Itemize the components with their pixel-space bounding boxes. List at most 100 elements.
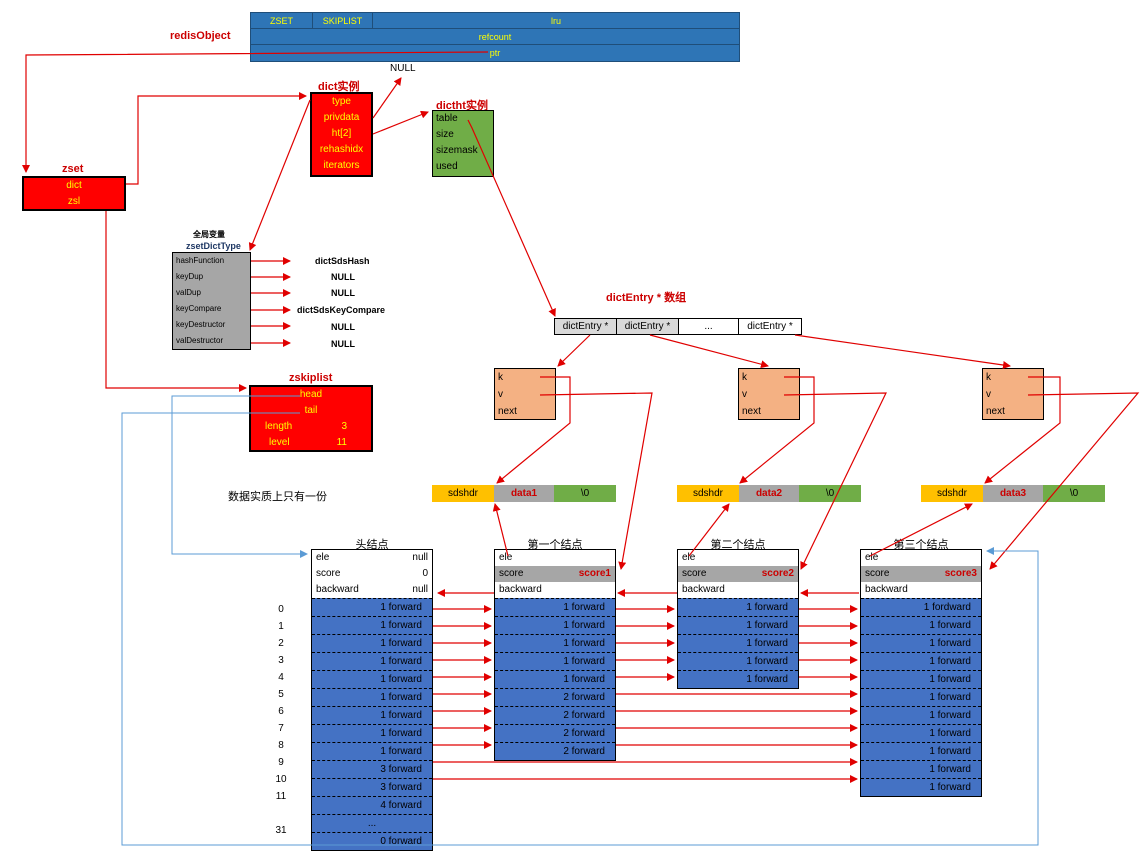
zskiplist-level-row: level 11	[251, 435, 371, 451]
zset-struct: dict zsl	[22, 176, 126, 211]
level-index: 31	[275, 825, 287, 836]
dict-entry-3: k v next	[982, 368, 1044, 420]
dict-entry-array: dictEntry * dictEntry * ... dictEntry *	[554, 318, 802, 335]
sds-3-term: \0	[1043, 485, 1105, 502]
level-index	[270, 805, 292, 822]
zskiplist-tail: tail	[304, 405, 318, 416]
sds-2-term: \0	[799, 485, 861, 502]
sds-1-hdr: sdshdr	[432, 485, 494, 502]
header-node-ele-label: ele	[316, 552, 330, 563]
node-3-score-label: score	[865, 568, 890, 579]
arrow-zset-dict-to-dict	[126, 92, 307, 185]
node-3-score-value: score3	[944, 568, 977, 579]
node-3-level: 1 forward	[861, 688, 981, 706]
node-3-level: 1 forward	[861, 778, 981, 796]
target-key-dup-null: NULL	[331, 272, 355, 282]
level-index: 3	[278, 655, 284, 666]
node-1-level: 2 forward	[495, 742, 615, 760]
zskiplist-struct: head tail length 3 level 11	[249, 385, 373, 452]
zskiplist-head: head	[299, 389, 323, 400]
dict-entry-cell-0: dictEntry *	[555, 319, 617, 334]
header-node-score-value: 0	[422, 568, 428, 579]
node-1-ele-row: ele	[495, 550, 615, 566]
zskiplist-length-value: 3	[341, 421, 347, 432]
dictht-field-used: used	[436, 161, 458, 172]
level-index: 4	[278, 672, 284, 683]
redis-object-label: redisObject	[170, 30, 231, 42]
single-copy-note: 数据实质上只有一份	[228, 491, 327, 503]
target-dict-sds-hash: dictSdsHash	[315, 256, 370, 266]
global-var-caption: 全局变量	[193, 230, 225, 239]
null-label: NULL	[390, 63, 416, 74]
sds-3-data: data3	[983, 485, 1043, 502]
node-2-backward-row: backward	[678, 582, 798, 598]
dict-entry-cell-3: dictEntry *	[739, 319, 801, 334]
redis-object-lru: lru	[550, 16, 561, 26]
sds-2-hdr: sdshdr	[677, 485, 739, 502]
arrow-ptr-to-zset	[22, 51, 489, 173]
zset-dict-type-name: zsetDictType	[186, 241, 241, 251]
zset-dict-type-struct: hashFunction keyDup valDup keyCompare ke…	[172, 252, 251, 350]
target-val-dup-null: NULL	[331, 288, 355, 298]
node-3-level: 1 forward	[861, 706, 981, 724]
node-3-backward-row: backward	[861, 582, 981, 598]
arrow-privdata-to-null	[372, 77, 402, 119]
redis-object-type: ZSET	[251, 13, 313, 29]
dictht-struct: table size sizemask used	[432, 110, 494, 177]
dictht-field-size: size	[436, 129, 454, 140]
redis-object-ptr: ptr	[489, 48, 501, 58]
dict-entry-2-k: k	[742, 372, 747, 383]
node-1-score-value: score1	[578, 568, 611, 579]
node-2-level: 1 forward	[678, 634, 798, 652]
level-index: 5	[278, 689, 284, 700]
node-2-level: 1 forward	[678, 616, 798, 634]
zskiplist-length-row: length 3	[251, 419, 371, 435]
level-index: 2	[278, 638, 284, 649]
header-node-level: 3 forward	[312, 760, 432, 778]
sds-3-hdr: sdshdr	[921, 485, 983, 502]
dict-type-val-destructor: valDestructor	[176, 336, 224, 345]
header-node-ele-value: null	[412, 552, 428, 563]
node-3-ele-label: ele	[865, 552, 879, 563]
node-1-level: 1 forward	[495, 598, 615, 616]
node-1-score-label: score	[499, 568, 524, 579]
target-dict-sds-key-compare: dictSdsKeyCompare	[297, 305, 386, 315]
header-node-level: 1 forward	[312, 616, 432, 634]
node-1-level: 1 forward	[495, 616, 615, 634]
header-node-level: 1 forward	[312, 688, 432, 706]
dict-field-ht: ht[2]	[331, 128, 352, 139]
header-node-score-label: score	[316, 568, 341, 579]
dict-entry-array-label: dictEntry * 数组	[606, 292, 687, 304]
sds-1: sdshdr data1 \0	[432, 485, 616, 502]
dict-entry-3-next: next	[986, 406, 1005, 417]
header-node-level: 3 forward	[312, 778, 432, 796]
dict-entry-1-v: v	[498, 389, 503, 400]
node-2-ele-label: ele	[682, 552, 696, 563]
level-index: 8	[278, 740, 284, 751]
dict-type-key-destructor: keyDestructor	[176, 320, 226, 329]
header-node-level: 1 forward	[312, 598, 432, 616]
zskiplist-level: level	[269, 437, 290, 448]
header-node-level: 1 forward	[312, 724, 432, 742]
node-1-backward-label: backward	[499, 584, 542, 595]
header-node-level: 1 forward	[312, 670, 432, 688]
dict-entry-2: k v next	[738, 368, 800, 420]
zskiplist-level-value: 11	[336, 437, 347, 448]
node-3-level: 1 fordward	[861, 598, 981, 616]
node-1-level: 2 forward	[495, 688, 615, 706]
node-2-score-value: score2	[761, 568, 794, 579]
dict-entry-2-v: v	[742, 389, 747, 400]
node-1-level: 1 forward	[495, 670, 615, 688]
dict-entry-1: k v next	[494, 368, 556, 420]
zset-label: zset	[62, 163, 84, 175]
header-node-score-row: score 0	[312, 566, 432, 582]
node-1-level: 2 forward	[495, 706, 615, 724]
node-3-level: 1 forward	[861, 634, 981, 652]
dict-entry-1-k: k	[498, 372, 503, 383]
sds-2-data: data2	[739, 485, 799, 502]
node-1-backward-row: backward	[495, 582, 615, 598]
level-index: 10	[275, 774, 287, 785]
